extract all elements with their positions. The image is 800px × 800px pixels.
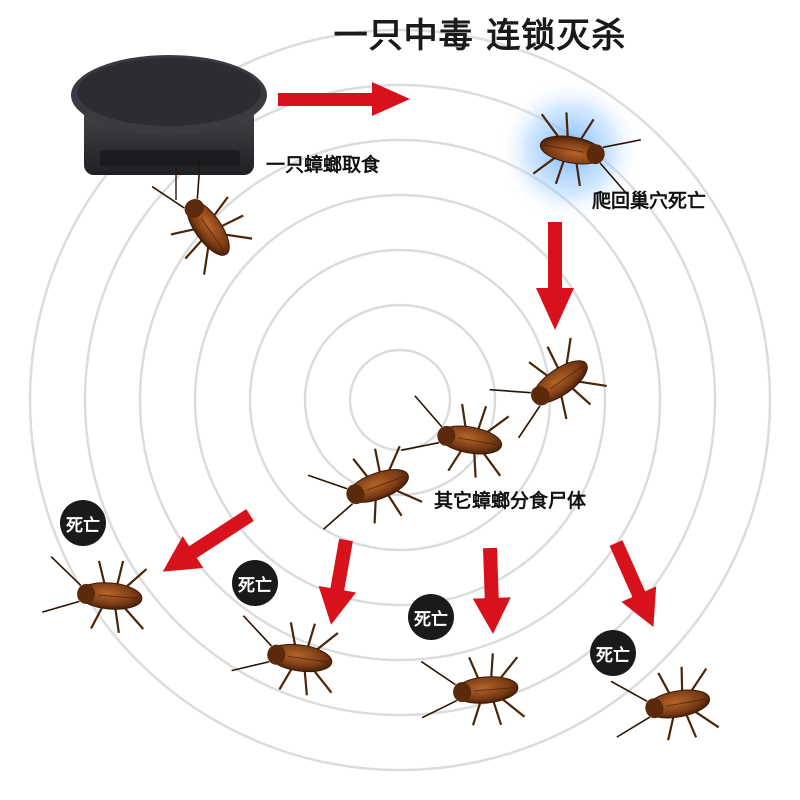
arrow-icon: [318, 538, 357, 625]
step-return-nest-label: 爬回巢穴死亡: [592, 190, 707, 212]
death-badge-4: 死亡: [590, 630, 636, 676]
death-badge-3: 死亡: [408, 594, 454, 640]
concentric-rings: [28, 28, 772, 772]
dead-cockroach-3-icon: [416, 649, 527, 733]
diagram-title: 一只中毒 连锁灭杀: [333, 16, 627, 56]
bait-box-icon: [71, 55, 267, 200]
arrow-icon: [536, 222, 574, 330]
death-badge-1: 死亡: [60, 500, 106, 546]
arrow-icon: [609, 540, 657, 628]
dead-cockroach-2-icon: [228, 612, 342, 700]
step-share-label: 其它蟑螂分食尸体: [434, 490, 587, 512]
step-feed-label: 一只蟑螂取食: [266, 154, 381, 176]
arrow-icon: [278, 82, 410, 116]
arrow-icon: [162, 509, 254, 572]
death-badge-2: 死亡: [232, 560, 278, 606]
arrow-icon: [472, 547, 511, 634]
arrows: [162, 82, 657, 634]
dead-cockroach-4-icon: [605, 661, 721, 753]
